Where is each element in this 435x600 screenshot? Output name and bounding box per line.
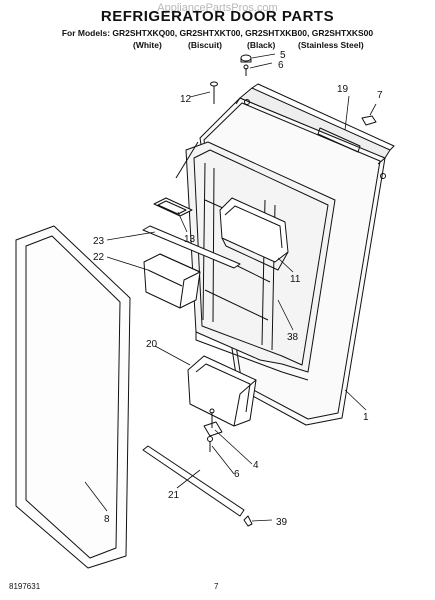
page-title: REFRIGERATOR DOOR PARTS [100,8,335,25]
callout-6-top: 6 [278,60,284,71]
variant-stainless: (Stainless Steel) [298,40,364,50]
part-number: 8197631 [9,582,41,591]
bottom-trim-part [142,445,245,517]
callout-1: 1 [363,412,369,423]
trim-clip-part [243,515,253,527]
callout-39: 39 [276,517,288,528]
callout-23: 23 [93,236,105,247]
callout-7: 7 [377,90,383,101]
variant-biscuit: (Biscuit) [188,40,222,50]
callout-12: 12 [180,94,192,105]
plug-part-7 [361,115,377,126]
page-number: 7 [214,582,219,591]
dairy-bin-part [143,253,201,309]
callout-11: 11 [290,274,301,285]
callout-21: 21 [168,490,180,501]
watermark: AppliancePartsPros.com [157,2,278,14]
dairy-compartment [219,197,289,271]
plug-part-5 [240,54,252,62]
models-line: For Models: GR2SHTXKQ00, GR2SHTXKT00, GR… [61,28,374,38]
door-cap-part [239,83,395,179]
door-gasket [15,225,131,569]
dairy-door-part [153,197,193,217]
shelf-strip-part [142,225,241,269]
callout-5: 5 [280,50,286,61]
callout-6-bottom: 6 [234,469,240,480]
callout-22: 22 [93,252,105,263]
callout-4: 4 [253,460,259,471]
variant-black: (Black) [247,40,276,50]
door-bin-part [187,355,257,427]
door-liner [185,141,336,381]
hinge-screw-part [207,436,213,452]
callout-8: 8 [104,514,110,525]
callout-13: 13 [184,234,196,245]
variant-white: (White) [133,40,162,50]
callout-20: 20 [146,339,158,350]
callout-19: 19 [337,84,349,95]
callout-38: 38 [287,332,299,343]
